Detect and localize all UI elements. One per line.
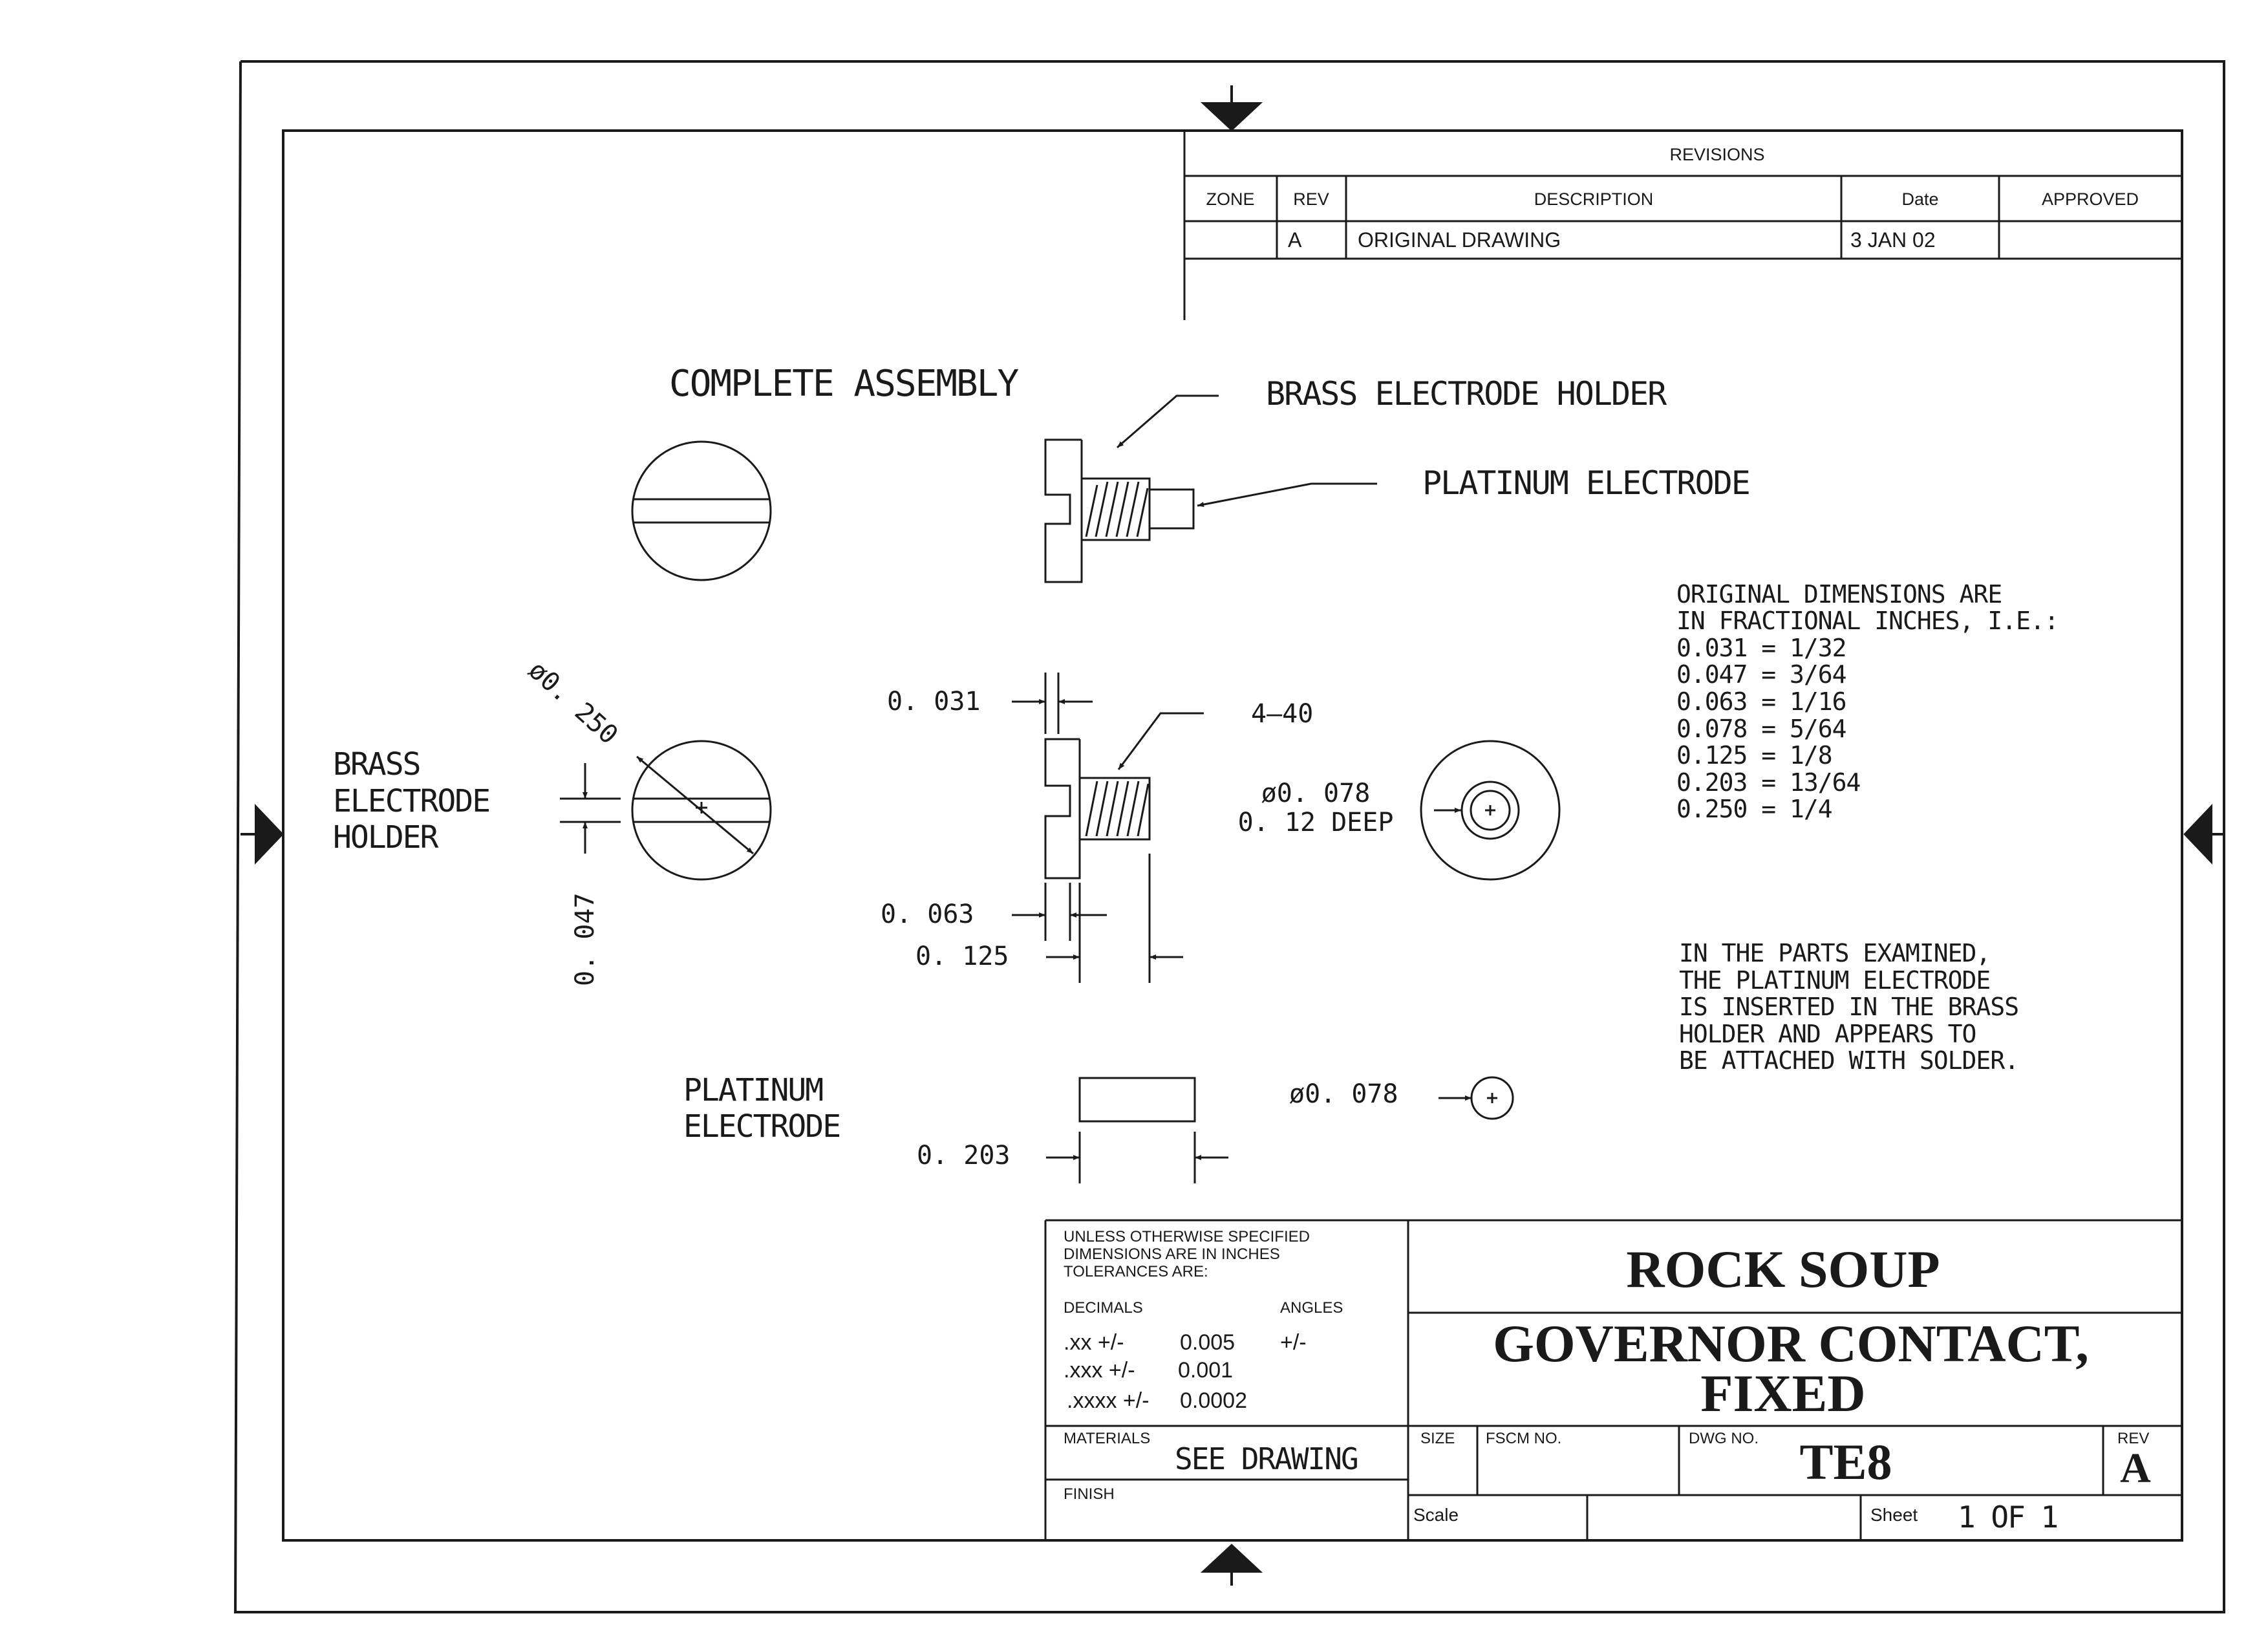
assembly-callouts bbox=[1117, 394, 1377, 508]
holder-side-view bbox=[1012, 673, 1204, 983]
fractional-note: ORIGINAL DIMENSIONS ARE IN FRACTIONAL IN… bbox=[1676, 580, 2059, 823]
holder-label: BRASS ELECTRODE HOLDER bbox=[333, 746, 491, 856]
drawing-title-line1: GOVERNOR CONTACT, bbox=[1493, 1314, 2089, 1373]
revisions-table bbox=[1183, 131, 2182, 320]
svg-text:BE ATTACHED WITH SOLDER.: BE ATTACHED WITH SOLDER. bbox=[1679, 1046, 2018, 1075]
svg-text:0.047 = 3/64: 0.047 = 3/64 bbox=[1676, 660, 1846, 689]
examined-note: IN THE PARTS EXAMINED, THE PLATINUM ELEC… bbox=[1679, 939, 2019, 1075]
tol-xxxx-value: 0.0002 bbox=[1180, 1388, 1247, 1413]
thread-4-40-label: 4–40 bbox=[1251, 699, 1313, 729]
center-marks bbox=[241, 85, 2224, 1586]
date-header: Date bbox=[1901, 189, 1938, 209]
angles-label: ANGLES bbox=[1280, 1299, 1343, 1317]
brass-electrode-holder-callout: BRASS ELECTRODE HOLDER bbox=[1266, 375, 1667, 413]
dia-250-dimension: ø0. 250 bbox=[522, 655, 623, 750]
company-name: ROCK SOUP bbox=[1626, 1240, 1940, 1299]
hole-depth-dimension: 0. 12 DEEP bbox=[1238, 808, 1394, 837]
inner-border bbox=[282, 129, 2183, 1542]
slot-063-dimension: 0. 063 bbox=[881, 900, 974, 929]
svg-text:IN FRACTIONAL INCHES, I.E.:: IN FRACTIONAL INCHES, I.E.: bbox=[1676, 607, 2059, 635]
rev-label: REV bbox=[2117, 1430, 2149, 1447]
angles-value: +/- bbox=[1280, 1330, 1307, 1355]
holder-end-view bbox=[560, 740, 772, 881]
dwg-no-label: DWG NO. bbox=[1689, 1430, 1759, 1447]
sheet-value: 1 OF 1 bbox=[1958, 1500, 2057, 1535]
hole-dia-dimension: ø0. 078 bbox=[1261, 779, 1371, 808]
svg-text:PLATINUM: PLATINUM bbox=[683, 1072, 822, 1108]
slot-047-dimension: 0. 047 bbox=[570, 893, 600, 987]
scale-label: Scale bbox=[1413, 1505, 1459, 1525]
drawing-title-line2: FIXED bbox=[1700, 1364, 1865, 1423]
tol-xx-label: .xx +/- bbox=[1064, 1330, 1124, 1355]
outer-border bbox=[233, 60, 2225, 1613]
tolerance-header-2: DIMENSIONS ARE IN INCHES bbox=[1064, 1245, 1280, 1263]
svg-text:0.063 = 1/16: 0.063 = 1/16 bbox=[1676, 687, 1846, 716]
title-block bbox=[1044, 1219, 2182, 1540]
svg-text:0.125 = 1/8: 0.125 = 1/8 bbox=[1676, 741, 1832, 770]
tol-xxx-value: 0.001 bbox=[1178, 1358, 1233, 1383]
svg-text:0.031 = 1/32: 0.031 = 1/32 bbox=[1676, 634, 1846, 662]
rev-header: REV bbox=[1293, 189, 1329, 209]
complete-assembly-title: COMPLETE ASSEMBLY bbox=[669, 363, 1018, 405]
description-header: DESCRIPTION bbox=[1534, 189, 1654, 209]
platinum-electrode-callout: PLATINUM ELECTRODE bbox=[1422, 464, 1749, 502]
zone-header: ZONE bbox=[1206, 189, 1254, 209]
assembly-side-view bbox=[1044, 438, 1195, 583]
assembly-end-view bbox=[631, 440, 772, 581]
svg-text:ELECTRODE: ELECTRODE bbox=[683, 1108, 840, 1145]
svg-text:ELECTRODE: ELECTRODE bbox=[333, 783, 489, 819]
electrode-side-view bbox=[1046, 1077, 1228, 1183]
approved-header: APPROVED bbox=[2042, 189, 2139, 209]
rev-value: A bbox=[2120, 1445, 2151, 1492]
revision-date-cell: 3 JAN 02 bbox=[1850, 228, 1936, 252]
decimals-label: DECIMALS bbox=[1064, 1299, 1143, 1317]
revisions-title: REVISIONS bbox=[1669, 145, 1764, 164]
electrode-dia-dimension: ø0. 078 bbox=[1289, 1079, 1398, 1109]
electrode-end-view bbox=[1439, 1076, 1514, 1120]
size-label: SIZE bbox=[1420, 1430, 1455, 1447]
materials-value: SEE DRAWING bbox=[1175, 1441, 1358, 1476]
finish-label: FINISH bbox=[1064, 1485, 1115, 1503]
svg-text:IS INSERTED IN THE BRASS: IS INSERTED IN THE BRASS bbox=[1679, 993, 2018, 1021]
tol-xxxx-label: .xxxx +/- bbox=[1067, 1388, 1150, 1413]
svg-text:HOLDER AND APPEARS TO: HOLDER AND APPEARS TO bbox=[1679, 1020, 1976, 1048]
platinum-label: PLATINUM ELECTRODE bbox=[683, 1072, 841, 1145]
svg-text:0.078 = 5/64: 0.078 = 5/64 bbox=[1676, 715, 1846, 743]
fscm-label: FSCM NO. bbox=[1486, 1430, 1561, 1447]
tol-xx-value: 0.005 bbox=[1180, 1330, 1235, 1355]
tolerance-header-3: TOLERANCES ARE: bbox=[1064, 1263, 1208, 1280]
svg-text:IN THE PARTS EXAMINED,: IN THE PARTS EXAMINED, bbox=[1679, 939, 1990, 967]
head-031-dimension: 0. 031 bbox=[887, 687, 981, 717]
length-125-dimension: 0. 125 bbox=[915, 942, 1009, 971]
tolerance-header-1: UNLESS OTHERWISE SPECIFIED bbox=[1064, 1228, 1310, 1245]
materials-label: MATERIALS bbox=[1064, 1430, 1150, 1447]
svg-text:THE PLATINUM ELECTRODE: THE PLATINUM ELECTRODE bbox=[1679, 966, 1990, 995]
revision-rev-cell: A bbox=[1288, 228, 1302, 252]
dwg-number: TE8 bbox=[1799, 1434, 1892, 1490]
revision-description-cell: ORIGINAL DRAWING bbox=[1358, 228, 1561, 252]
svg-text:0.250 = 1/4: 0.250 = 1/4 bbox=[1676, 795, 1832, 823]
holder-back-view bbox=[1420, 740, 1561, 881]
electrode-len-dimension: 0. 203 bbox=[917, 1141, 1011, 1170]
svg-text:ORIGINAL DIMENSIONS ARE: ORIGINAL DIMENSIONS ARE bbox=[1676, 580, 2002, 609]
svg-text:HOLDER: HOLDER bbox=[333, 819, 438, 856]
svg-text:BRASS: BRASS bbox=[333, 746, 420, 782]
sheet-label: Sheet bbox=[1870, 1505, 1918, 1525]
tol-xxx-label: .xxx +/- bbox=[1064, 1358, 1135, 1383]
svg-text:0.203 = 13/64: 0.203 = 13/64 bbox=[1676, 768, 1861, 797]
